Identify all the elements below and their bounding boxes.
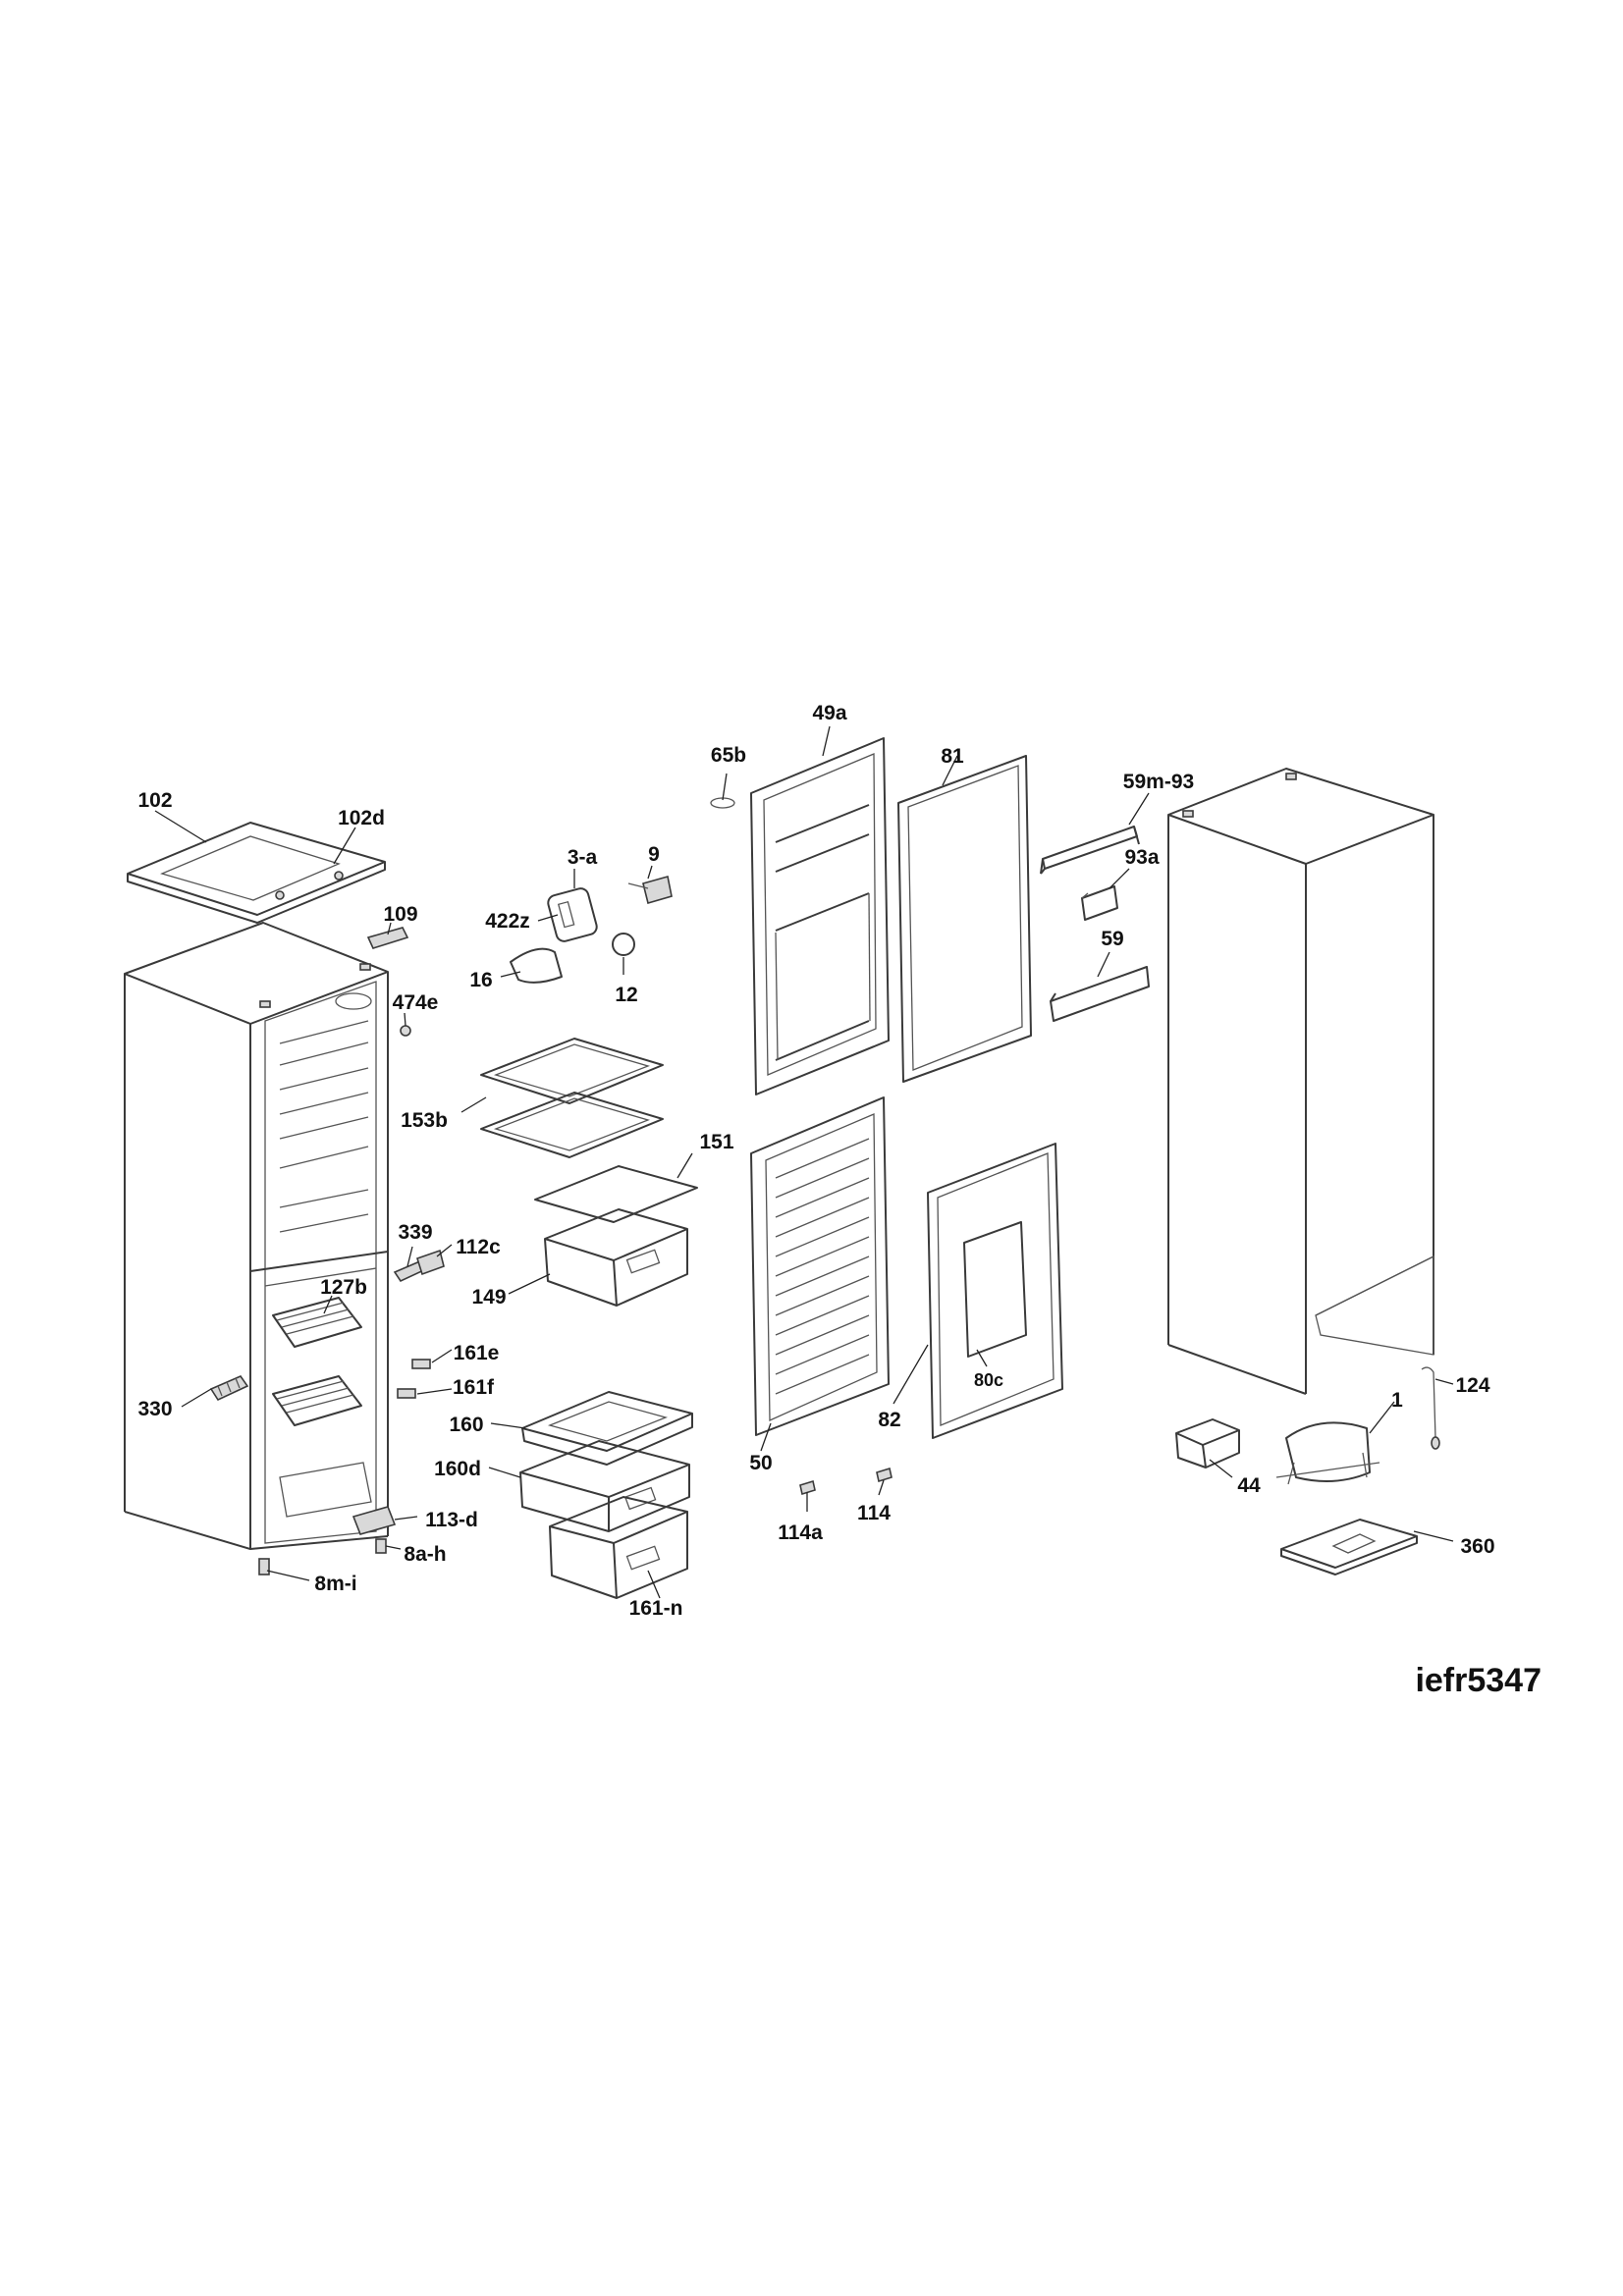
compressor-1 — [1275, 1421, 1380, 1485]
label-160d: 160d — [434, 1458, 481, 1480]
part-330-tray — [209, 1375, 249, 1402]
label-422z: 422z — [485, 910, 530, 933]
label-44: 44 — [1237, 1474, 1261, 1497]
label-12: 12 — [615, 984, 637, 1006]
crisper-cover-151 — [534, 1165, 698, 1223]
door-balcony-93a — [1081, 885, 1118, 921]
diagram-code: iefr5347 — [1415, 1662, 1542, 1699]
label-50: 50 — [749, 1452, 772, 1474]
label-127b: 127b — [320, 1276, 367, 1299]
part-161e-clip — [411, 1359, 431, 1369]
part-114a-hinge-pin — [799, 1479, 816, 1496]
label-102: 102 — [137, 789, 172, 812]
label-149: 149 — [471, 1286, 506, 1308]
fridge-door-49a — [750, 737, 890, 1095]
freezer-door-50 — [750, 1096, 890, 1436]
label-360: 360 — [1460, 1535, 1494, 1558]
leader-lines — [154, 725, 1454, 1599]
label-81: 81 — [941, 745, 964, 768]
label-80c: 80c — [974, 1370, 1003, 1390]
label-113-d: 113-d — [425, 1509, 478, 1531]
label-82: 82 — [878, 1409, 900, 1431]
label-102d: 102d — [338, 807, 385, 829]
label-109: 109 — [383, 903, 417, 926]
label-161e: 161e — [454, 1342, 500, 1364]
part-8m-i-foot — [258, 1558, 270, 1575]
label-330: 330 — [137, 1398, 172, 1420]
label-339: 339 — [398, 1221, 432, 1244]
freezer-drawer-160 — [521, 1391, 693, 1466]
label-114: 114 — [857, 1502, 891, 1524]
label-112c: 112c — [456, 1236, 501, 1258]
label-59: 59 — [1101, 928, 1123, 950]
label-160: 160 — [449, 1414, 483, 1436]
freezer-drawer-160d — [519, 1440, 690, 1532]
part-44-relay-box — [1175, 1418, 1240, 1468]
label-124: 124 — [1455, 1374, 1489, 1397]
glass-shelves-153b — [480, 1038, 664, 1158]
part-109-bracket — [366, 927, 409, 949]
label-114a: 114a — [778, 1522, 823, 1544]
label-474e: 474e — [393, 991, 439, 1014]
part-8a-h-foot — [375, 1538, 387, 1554]
label-93a: 93a — [1124, 846, 1159, 869]
door-gasket-81 — [897, 755, 1032, 1083]
part-16-light-cover — [510, 947, 563, 984]
mounting-plate-360 — [1280, 1519, 1418, 1575]
label-153b: 153b — [401, 1109, 448, 1132]
part-9-lamp-holder — [627, 875, 673, 905]
part-113-d-hinge — [352, 1506, 397, 1535]
top-cover-102 — [127, 822, 386, 924]
label-161-n: 161-n — [629, 1597, 683, 1620]
crisper-box-149 — [544, 1208, 688, 1307]
part-labels: 102 102d 109 474e 3-a 9 422z 16 12 153b … — [137, 702, 1494, 1620]
door-balcony-59 — [1050, 966, 1150, 1022]
label-8m-i: 8m-i — [314, 1573, 356, 1595]
label-161f: 161f — [453, 1376, 495, 1399]
part-474e-knob — [400, 1025, 411, 1037]
part-114-hinge-pin — [876, 1467, 893, 1483]
label-3-a: 3-a — [568, 846, 598, 869]
label-8a-h: 8a-h — [404, 1543, 446, 1566]
part-3-a-control-panel — [547, 887, 598, 942]
part-124-capillary — [1421, 1366, 1440, 1450]
door-balcony-59m-93 — [1040, 826, 1140, 875]
freezer-drawer-161-n — [549, 1496, 688, 1599]
cabinet-body — [124, 922, 389, 1550]
part-161f-clip — [397, 1388, 416, 1399]
label-49a: 49a — [812, 702, 846, 724]
label-59m-93: 59m-93 — [1123, 771, 1194, 793]
label-9: 9 — [648, 843, 660, 866]
label-65b: 65b — [711, 744, 746, 767]
label-151: 151 — [699, 1131, 733, 1153]
label-16: 16 — [469, 969, 492, 991]
label-1: 1 — [1391, 1389, 1403, 1412]
cabinet-outer-shell — [1167, 768, 1434, 1395]
part-12-knob — [612, 933, 635, 956]
freezer-gasket-82 — [927, 1143, 1063, 1439]
